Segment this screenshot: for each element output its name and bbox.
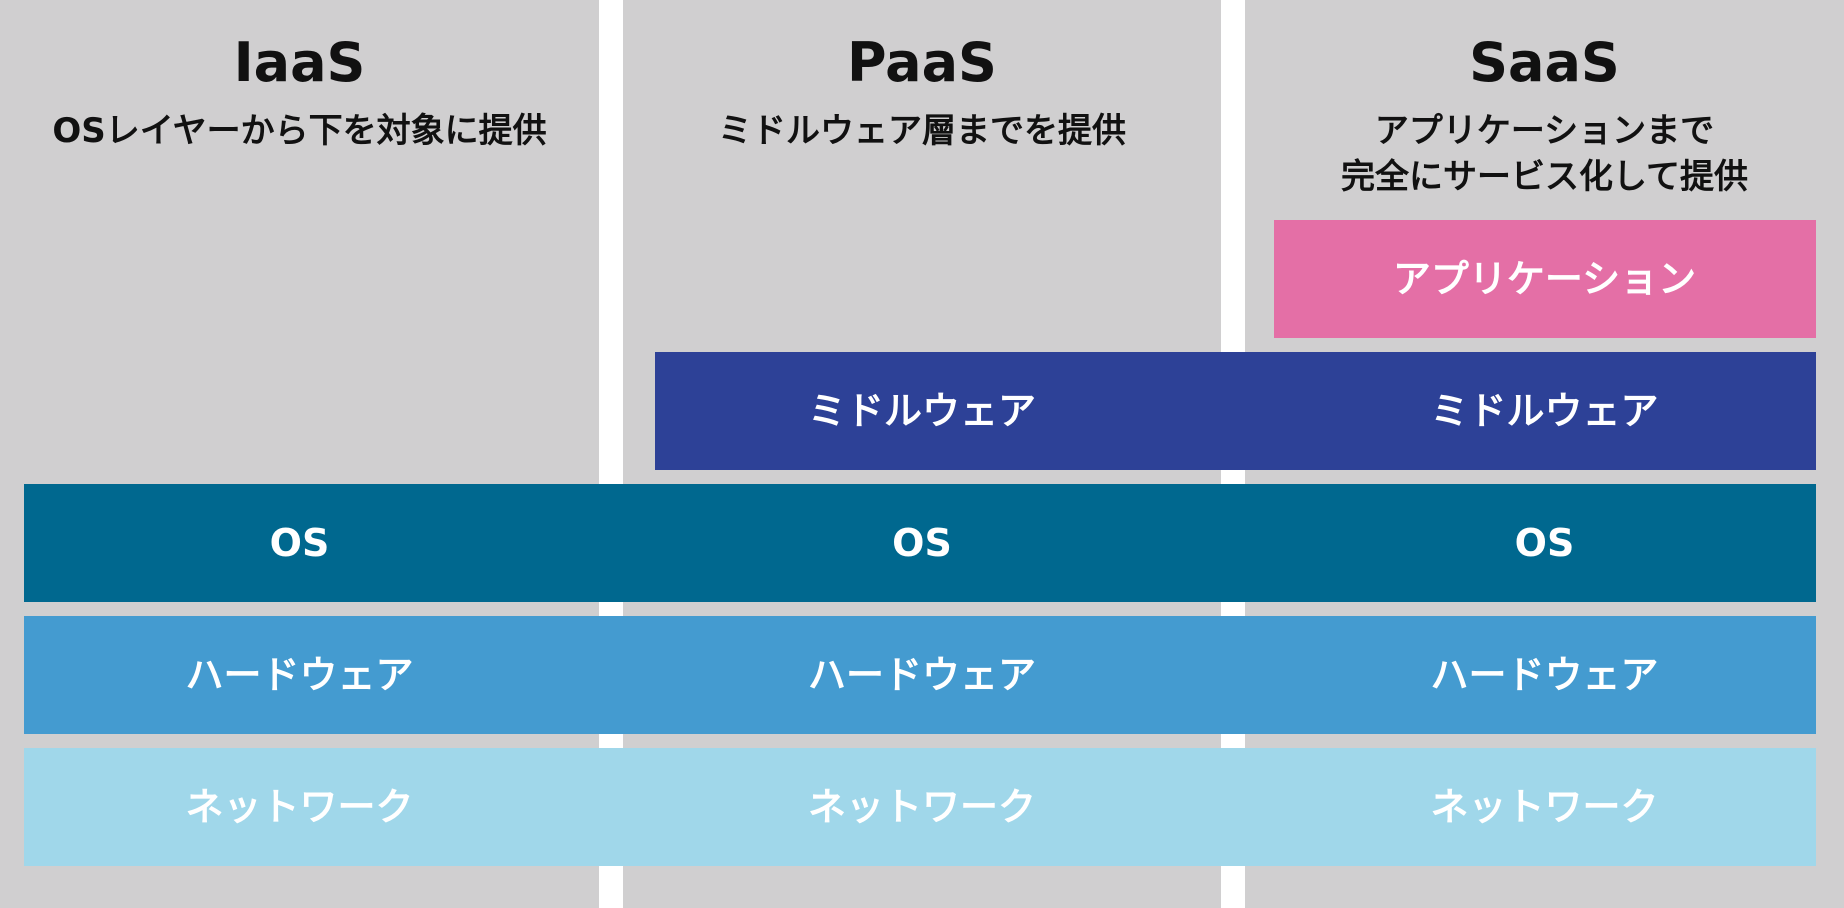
middleware-layer <box>655 352 1816 470</box>
paas-subtitle: ミドルウェア層までを提供 <box>718 111 1126 151</box>
os-label-iaas: OS <box>269 521 330 565</box>
paas-title: PaaS <box>847 31 997 94</box>
network-label-iaas: ネットワーク <box>185 785 414 829</box>
network-label-paas: ネットワーク <box>807 785 1036 829</box>
application-layer <box>1274 220 1816 338</box>
os-label-saas: OS <box>1514 521 1575 565</box>
os-label-paas: OS <box>892 521 952 565</box>
os-layer <box>24 484 1816 602</box>
middleware-label-paas: ミドルウェア <box>807 389 1036 433</box>
iaas-subtitle: OSレイヤーから下を対象に提供 <box>52 111 547 151</box>
network-label-saas: ネットワーク <box>1430 785 1659 829</box>
hardware-label-saas: ハードウェア <box>1430 653 1659 697</box>
saas-subtitle: アプリケーションまで 完全にサービス化して提供 <box>1341 111 1748 197</box>
saas-title: SaaS <box>1469 31 1620 94</box>
iaas-title: IaaS <box>233 31 366 94</box>
hardware-layer <box>24 616 1816 734</box>
middleware-label-saas: ミドルウェア <box>1430 389 1659 433</box>
hardware-label-iaas: ハードウェア <box>185 653 414 697</box>
application-label-saas: アプリケーション <box>1392 257 1697 301</box>
hardware-label-paas: ハードウェア <box>807 653 1036 697</box>
network-layer <box>24 748 1816 866</box>
